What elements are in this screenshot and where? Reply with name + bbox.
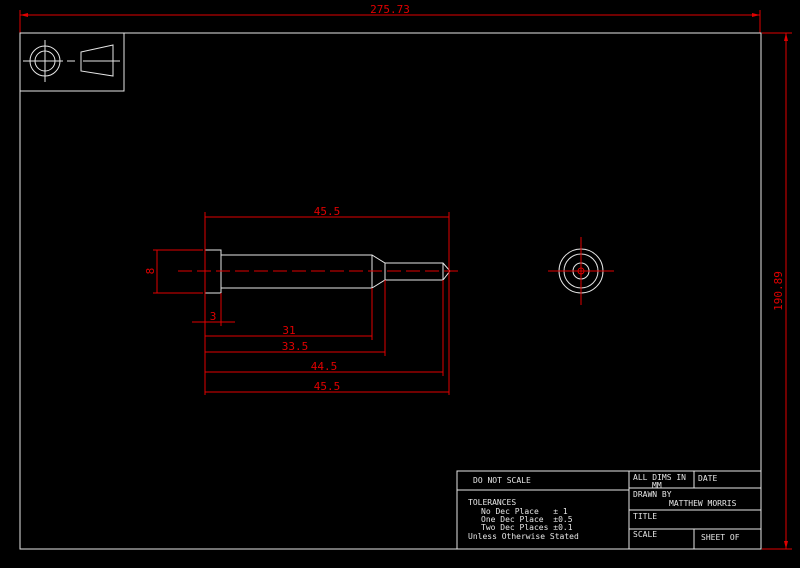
- drawing-border: [19, 32, 762, 550]
- scale-label: SCALE: [633, 530, 657, 539]
- do-not-scale-label: DO NOT SCALE: [473, 476, 531, 485]
- tolerance-two-dec: Two Dec Places ±0.1: [481, 523, 573, 532]
- drawn-by-name: MATTHEW MORRIS: [669, 499, 737, 508]
- dim-head-dia: 8: [144, 268, 157, 275]
- overall-height-label: 190.89: [772, 271, 785, 311]
- overall-height-dimension: 190.89: [762, 32, 792, 550]
- title-block: DO NOT SCALE TOLERANCES No Dec Place ± 1…: [456, 470, 762, 550]
- part-end-view: [548, 237, 614, 305]
- dim-total-len: 45.5: [314, 380, 341, 393]
- all-dims-unit: MM: [652, 481, 662, 490]
- dim-pin-len: 44.5: [311, 360, 338, 373]
- tolerances-heading: TOLERANCES: [468, 498, 516, 507]
- dim-head-len: 3: [210, 310, 217, 323]
- overall-width-dimension: 275.73: [19, 3, 761, 33]
- tolerance-no-dec: No Dec Place ± 1: [481, 507, 568, 516]
- part-side-view: [178, 249, 462, 294]
- dim-length-top: 45.5: [314, 205, 341, 218]
- date-label: DATE: [698, 474, 717, 483]
- dim-chamfer-len: 33.5: [282, 340, 309, 353]
- overall-width-label: 275.73: [370, 3, 410, 16]
- tolerance-unless: Unless Otherwise Stated: [468, 532, 579, 541]
- tolerance-one-dec: One Dec Place ±0.5: [481, 515, 573, 524]
- sheet-label: SHEET OF: [701, 533, 740, 542]
- projection-symbol-icon: [19, 32, 125, 92]
- title-label: TITLE: [633, 512, 657, 521]
- dim-shaft-len: 31: [282, 324, 295, 337]
- all-dims-label: ALL DIMS IN: [633, 473, 686, 482]
- part-dimensions: 45.5 8 3 31 33.5 44.5 45.5: [144, 205, 450, 395]
- drawn-by-label: DRAWN BY: [633, 490, 672, 499]
